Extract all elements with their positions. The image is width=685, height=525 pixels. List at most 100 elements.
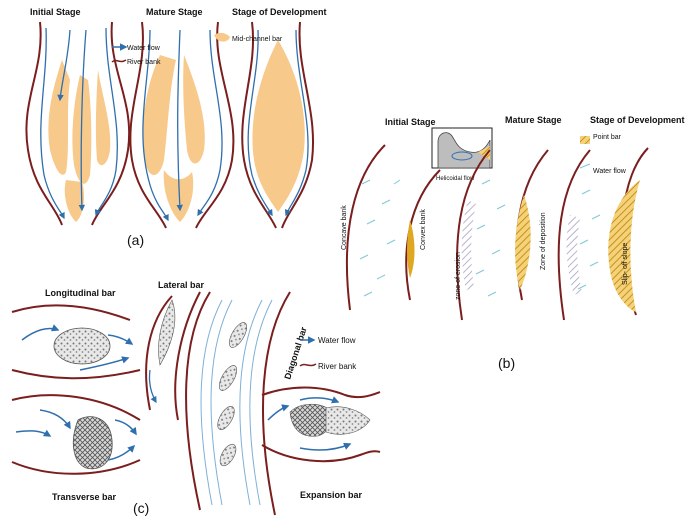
panel-c-legend: Water flow River bank (299, 336, 357, 371)
lateral-bar-label: Lateral bar (158, 280, 205, 290)
panel-b-stage-label-development: Stage of Development (590, 115, 685, 125)
water-flow-arrow (114, 419, 137, 436)
panel-b-stage-label-mature: Mature Stage (505, 115, 562, 125)
water-flow-arrow (57, 29, 71, 102)
diagonal-bar (228, 322, 248, 348)
river-bank-left (25, 21, 63, 226)
bar-legend-icon (214, 32, 230, 42)
point-bar (407, 220, 415, 278)
river-bank-left (129, 21, 167, 229)
meander-mature-stage: zone of erosion Zone of deposition (455, 149, 549, 321)
mid-channel-bar (95, 70, 111, 166)
river-bank-line (557, 149, 591, 321)
concave-bank-line (345, 144, 386, 311)
diagonal-bar (217, 406, 235, 430)
zone-of-deposition-label: Zone of deposition (540, 212, 547, 270)
panel-b-caption: (b) (498, 355, 515, 371)
diagonal-bar (219, 443, 237, 467)
slip-off-slope-label: Slip- off slope (622, 243, 629, 285)
convex-bank-label: Convex bank (420, 209, 427, 250)
legend-mid-channel-bar: Mid-channel bar (232, 36, 283, 43)
helicoidal-flow-label: Helicoidal flow (436, 176, 475, 182)
water-flow-legend-icon (579, 163, 591, 169)
water-flow-arrow (39, 409, 71, 430)
expansion-bar-diagram: Expansion bar (261, 386, 381, 500)
water-flow-arrow (15, 429, 52, 437)
lateral-bar-diagram: Lateral bar (145, 280, 205, 421)
river-bank-line (11, 459, 141, 475)
panel-b: Initial Stage Mature Stage Stage of Deve… (341, 115, 685, 371)
water-flow-arrow (247, 29, 273, 217)
lateral-bar (158, 299, 176, 366)
point-bar (515, 195, 531, 290)
water-flow-dashes (359, 179, 401, 297)
water-flow-arrow (197, 29, 223, 217)
transverse-bar-diagram: Transverse bar (11, 394, 141, 502)
point-bar-legend-icon (580, 136, 590, 144)
water-flow-arrow (94, 27, 118, 217)
river-bank-legend-icon (111, 59, 127, 63)
river-bank-line (456, 149, 491, 321)
panel-a-stage-label-mature: Mature Stage (146, 7, 203, 17)
water-flow-arrow (299, 396, 340, 404)
legend-point-bar: Point bar (593, 134, 622, 141)
river-bank-right (281, 21, 314, 229)
zone-of-erosion (461, 200, 476, 290)
helicoidal-flow-icon (451, 151, 473, 161)
expansion-bar-core (289, 403, 332, 437)
river-bank-line (11, 394, 141, 421)
river-bank-legend-icon (299, 363, 317, 367)
point-bar (608, 180, 640, 312)
water-flow-arrow (176, 29, 183, 212)
river-bank-line (185, 291, 211, 511)
water-flow-arrow (78, 29, 87, 212)
transverse-bar-label: Transverse bar (52, 492, 117, 502)
diagonal-bar-label: Diagonal bar (282, 325, 309, 380)
legend-river-bank: River bank (127, 59, 161, 66)
helicoidal-flow-inset: Helicoidal flow (431, 127, 493, 182)
water-flow-lines (200, 299, 273, 506)
longitudinal-bar-diagram: Longitudinal bar (11, 288, 141, 380)
legend-water-flow: Water flow (318, 336, 356, 345)
water-flow-arrow (79, 356, 130, 371)
water-flow-dashes (475, 179, 506, 297)
mid-channel-bar (183, 55, 205, 164)
diagonal-bar-diagram: Diagonal bar (185, 291, 309, 516)
panel-a-legend: Water flow River bank Mid-channel bar (111, 32, 283, 66)
panel-c-caption: (c) (133, 500, 149, 516)
water-flow-arrow (267, 404, 290, 421)
water-flow-arrow (21, 324, 60, 341)
channel-development-stage (241, 21, 314, 229)
panel-a-stage-label-initial: Initial Stage (30, 7, 81, 17)
panel-b-stage-label-initial: Initial Stage (385, 117, 436, 127)
river-bank-line (261, 386, 381, 399)
river-bank-line (145, 295, 173, 411)
longitudinal-bar-label: Longitudinal bar (45, 288, 116, 298)
river-bank-left (241, 21, 277, 229)
water-flow-arrow (142, 29, 169, 222)
panel-a-caption: (a) (127, 232, 144, 248)
river-bank-line (174, 291, 201, 421)
concave-bank-label: Concave bank (341, 205, 348, 250)
river-bank-line (262, 291, 291, 516)
water-flow-arrow (107, 444, 136, 461)
panel-a: Initial Stage Mature Stage Stage of Deve… (25, 7, 327, 248)
river-bank-line (11, 369, 141, 380)
river-bank-line (261, 444, 381, 463)
legend-water-flow: Water flow (593, 168, 627, 175)
panel-b-legend: Point bar Water flow (579, 134, 627, 175)
mid-channel-bar (252, 40, 305, 212)
legend-water-flow: Water flow (127, 45, 161, 52)
mid-channel-bar (163, 170, 194, 222)
channel-mature-stage (129, 21, 235, 229)
diagonal-bars (217, 322, 248, 467)
legend-river-bank: River bank (318, 362, 357, 371)
water-flow-arrow (107, 334, 134, 345)
longitudinal-bar (53, 327, 111, 365)
transverse-bar (72, 416, 113, 470)
water-flow-arrow (299, 442, 352, 451)
channel-cross-section (437, 132, 491, 169)
water-flow-arrow (284, 29, 309, 217)
channel-initial-stage (25, 21, 131, 226)
